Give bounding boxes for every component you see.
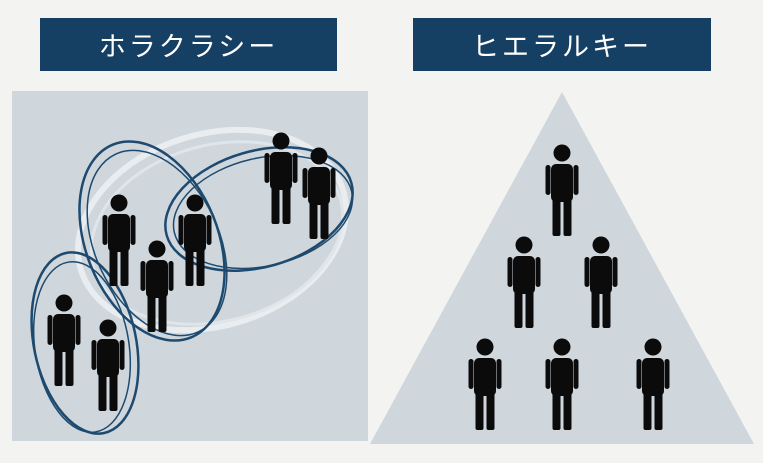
holacracy-panel [12, 91, 368, 441]
circle-lower-left-2 [32, 260, 132, 434]
holacracy-diagram [30, 126, 354, 435]
holacracy-title-text: ホラクラシー [98, 32, 279, 63]
hierarchy-panel [370, 92, 755, 444]
holacracy-title: ホラクラシー [40, 18, 337, 71]
person-icon [47, 294, 81, 386]
person-icon [302, 147, 336, 239]
person-icon [91, 319, 125, 411]
circle-upper-right-2 [172, 154, 354, 270]
circle-lower-left [30, 251, 140, 435]
person-icon [178, 194, 212, 286]
hierarchy-triangle [370, 92, 754, 444]
large-circle-light-inner [89, 140, 345, 326]
large-circle-light [75, 126, 349, 334]
hierarchy-title: ヒエラルキー [413, 18, 711, 71]
hierarchy-diagram [370, 92, 754, 444]
circle-middle-2 [86, 149, 228, 337]
person-icon [140, 240, 174, 332]
hierarchy-title-text: ヒエラルキー [472, 32, 652, 63]
